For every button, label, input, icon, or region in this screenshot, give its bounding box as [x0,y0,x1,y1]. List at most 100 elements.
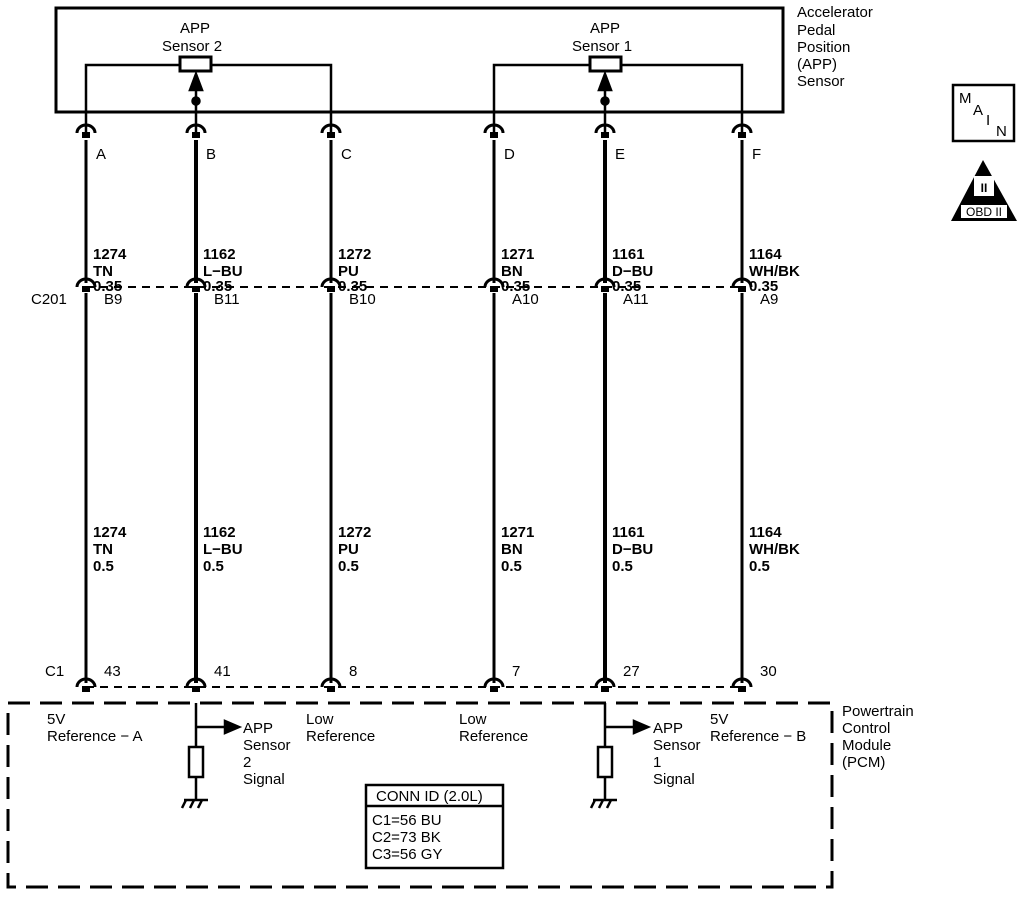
c201-pin-cavity [731,277,753,288]
svg-text:OBD II: OBD II [966,205,1002,219]
c201-pin-cavity [490,286,498,292]
wire-color: WH/BK [749,263,800,280]
c201-pin-label: A9 [760,291,778,308]
sensor-pin-label: F [752,146,761,163]
sensor-pin-cavity [185,123,207,134]
conn-id-title: CONN ID (2.0L) [376,788,483,805]
c1-pin-cavity [490,686,498,692]
sensor-pin-cavity [82,132,90,138]
sensor-pin-cavity [320,123,342,134]
c1-pin-cavity [731,677,753,688]
wire-color: L−BU [203,263,243,280]
c201-pin-label: B10 [349,291,376,308]
c201-pin-cavity [185,277,207,288]
c1-pin-cavity [75,677,97,688]
main-badge: M A I N [951,83,1016,143]
conn-id-line: C3=56 GY [372,846,442,863]
conn-id-line: C1=56 BU [372,812,442,829]
wire-gauge: 0.5 [501,558,522,575]
circuit-number: 1161 [612,246,645,263]
circuit-number: 1161 [612,524,645,541]
c201-connector-id: C201 [31,291,67,308]
c201-pin-cavity [192,286,200,292]
pcm-low-ref-1-label: Low Reference [306,711,375,745]
c201-pin-cavity [320,277,342,288]
circuit-number: 1272 [338,524,371,541]
circuit-number: 1272 [338,246,371,263]
svg-text:A: A [973,102,983,119]
wire-gauge: 0.35 [203,278,232,295]
c1-pin-cavity [738,686,746,692]
c201-pin-cavity [483,277,505,288]
sensor-1-element [492,55,744,133]
sensor-pin-cavity [327,132,335,138]
wire-color: TN [93,263,113,280]
c1-pin-label: 30 [760,663,777,680]
c201-pin-cavity [82,286,90,292]
wire-gauge: 0.35 [612,278,641,295]
sensor-pin-cavity [594,123,616,134]
conn-id-line: C2=73 BK [372,829,441,846]
c1-pin-label: 43 [104,663,121,680]
sensor-pin-cavity [601,132,609,138]
wire-color: BN [501,541,523,558]
circuit-number: 1274 [93,524,127,541]
c1-pin-cavity [185,677,207,688]
c1-pin-cavity [192,686,200,692]
wire-color: BN [501,263,523,280]
circuit-number: 1271 [501,246,534,263]
app-sensor-box [54,6,785,114]
c201-pin-cavity [75,277,97,288]
wire-gauge: 0.5 [749,558,770,575]
c1-pin-cavity [594,677,616,688]
wire-color: TN [93,541,113,558]
sensor-pin-label: E [615,146,625,163]
sensor-pin-label: C [341,146,352,163]
wire-gauge: 0.5 [203,558,224,575]
sensor-2-signal-circuit [180,703,243,809]
sensor-pin-cavity [731,123,753,134]
sensor-pin-cavity [192,132,200,138]
sensor-pin-cavity [738,132,746,138]
wire-color: D−BU [612,541,653,558]
c201-pin-cavity [738,286,746,292]
wire-color: WH/BK [749,541,800,558]
svg-text:I: I [986,112,990,129]
pcm-box [6,701,834,889]
circuit-number: 1162 [203,246,236,263]
c1-pin-cavity [320,677,342,688]
app-sensor-label: Accelerator Pedal Position (APP) Sensor [797,4,877,90]
svg-text:II: II [981,181,988,195]
svg-text:M: M [959,90,972,107]
c201-pin-cavity [327,286,335,292]
sensor-pin-cavity [75,123,97,134]
wire-gauge: 0.35 [749,278,778,295]
wire-circuits: AB9431274TN0.351274TN0.5BB11411162L−BU0.… [75,123,800,692]
wire-color: L−BU [203,541,243,558]
app-sensor-2-label: APP Sensor 2 [162,20,222,55]
c201-pin-cavity [594,277,616,288]
wire-gauge: 0.5 [612,558,633,575]
wire-color: D−BU [612,263,653,280]
sensor-pin-label: D [504,146,515,163]
sensor-1-signal-circuit [589,703,652,809]
c1-pin-cavity [483,677,505,688]
sensor-pin-cavity [483,123,505,134]
c201-pin-cavity [601,286,609,292]
app-sensor-1-signal-label: APP Sensor 1 Signal [653,720,705,788]
pcm-label: Powertrain Control Module (PCM) [842,703,918,771]
svg-text:N: N [996,123,1007,140]
circuit-number: 1164 [749,524,782,541]
sensor-pin-cavity [490,132,498,138]
wire-gauge: 0.35 [501,278,530,295]
c201-pin-label: A11 [623,291,649,308]
circuit-number: 1271 [501,524,534,541]
sensor-2-element [84,55,333,133]
c1-pin-cavity [82,686,90,692]
pcm-low-ref-2-label: Low Reference [459,711,528,745]
wire-color: PU [338,541,359,558]
obd-ii-badge: II OBD II [951,160,1017,221]
sensor-pin-label: B [206,146,216,163]
c1-pin-label: 41 [214,663,231,680]
